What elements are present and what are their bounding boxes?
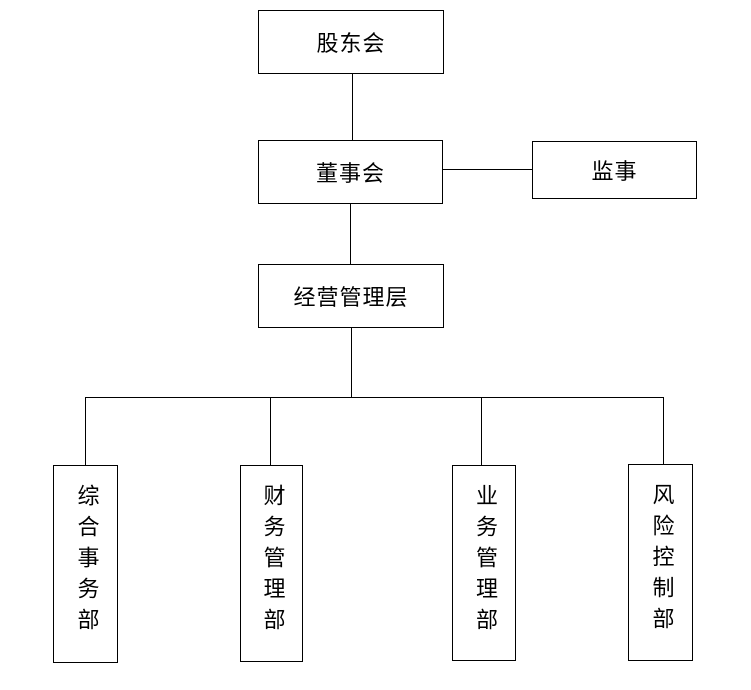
department-label: 风险控制部 [648, 483, 674, 638]
management-label: 经营管理层 [293, 286, 409, 311]
supervisor-label: 监事 [591, 160, 638, 185]
shareholders-box: 股东会 [258, 10, 444, 74]
department-box-finance: 财务管理部 [240, 465, 303, 662]
shareholders-label: 股东会 [316, 32, 386, 57]
department-box-business: 业务管理部 [452, 465, 516, 661]
department-label: 财务管理部 [259, 484, 285, 639]
department-label: 业务管理部 [472, 484, 497, 639]
connector-dept-3 [481, 397, 482, 465]
connector-board-supervisor [442, 169, 532, 170]
connector-dept-2 [270, 397, 271, 465]
department-bus-line [85, 397, 664, 398]
connector-shareholders-board [352, 73, 353, 140]
connector-board-management [350, 203, 351, 264]
department-box-risk-control: 风险控制部 [628, 464, 693, 661]
board-box: 董事会 [258, 140, 443, 204]
management-box: 经营管理层 [258, 264, 444, 328]
board-label: 董事会 [315, 162, 385, 187]
supervisor-box: 监事 [532, 141, 697, 199]
department-box-general-affairs: 综合事务部 [53, 465, 118, 663]
connector-management-bus [351, 327, 352, 397]
connector-dept-1 [85, 397, 86, 465]
connector-dept-4 [663, 397, 664, 465]
department-label: 综合事务部 [73, 484, 99, 639]
